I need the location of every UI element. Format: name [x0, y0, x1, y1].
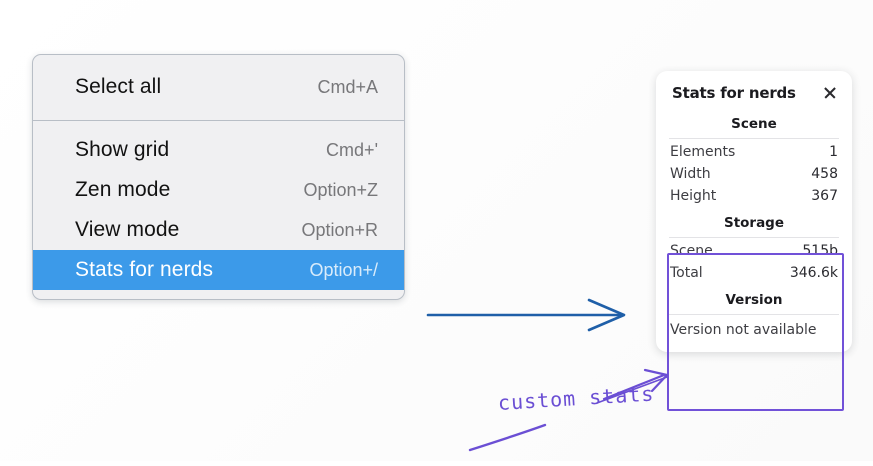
menu-item-stats-for-nerds[interactable]: Stats for nerds Option+/ — [33, 250, 404, 290]
menu-group-view: Show grid Cmd+' Zen mode Option+Z View m… — [33, 121, 404, 299]
stats-panel-header: Stats for nerds — [656, 84, 852, 102]
stat-row-storage-scene: Scene 515b — [656, 240, 852, 262]
section-rule — [669, 314, 839, 315]
section-heading-version: Version — [725, 292, 783, 308]
context-menu[interactable]: Select all Cmd+A Show grid Cmd+' Zen mod… — [32, 54, 405, 300]
menu-item-shortcut: Option+R — [301, 219, 378, 240]
menu-item-shortcut: Cmd+' — [326, 139, 378, 160]
menu-item-shortcut: Cmd+A — [317, 76, 378, 97]
stat-key: Elements — [670, 144, 736, 160]
menu-item-label: Zen mode — [75, 178, 171, 201]
stat-row-storage-total: Total 346.6k — [656, 262, 852, 284]
menu-item-shortcut: Option+Z — [303, 179, 378, 200]
menu-item-view-mode[interactable]: View mode Option+R — [33, 210, 404, 250]
close-icon[interactable] — [822, 85, 838, 101]
stats-panel-body: Scene Elements 1 Width 458 Height 367 St… — [656, 114, 852, 340]
stat-value: 458 — [811, 166, 838, 182]
menu-item-label: Stats for nerds — [75, 258, 214, 281]
stat-key: Total — [670, 265, 703, 281]
stat-row-elements: Elements 1 — [656, 141, 852, 163]
stats-for-nerds-panel: Stats for nerds Scene Elements 1 Width 4… — [656, 71, 852, 352]
stat-key: Scene — [670, 243, 713, 259]
section-heading-scene: Scene — [731, 116, 777, 132]
menu-item-select-all[interactable]: Select all Cmd+A — [33, 67, 404, 107]
stat-value: 346.6k — [789, 265, 838, 281]
menu-item-show-grid[interactable]: Show grid Cmd+' — [33, 130, 404, 170]
section-heading-storage: Storage — [723, 215, 785, 231]
stat-row-width: Width 458 — [656, 163, 852, 185]
version-note: Version not available — [670, 322, 817, 338]
stat-value: 1 — [829, 144, 838, 160]
menu-divider — [33, 120, 404, 121]
menu-group-selection: Select all Cmd+A — [33, 55, 404, 120]
stat-value: 367 — [811, 188, 838, 204]
section-rule — [669, 237, 839, 238]
stat-key: Width — [670, 166, 711, 182]
panel-title: Stats for nerds — [672, 84, 796, 102]
menu-item-label: Select all — [75, 75, 162, 98]
menu-item-shortcut: Option+/ — [309, 259, 378, 280]
stat-value: 515b — [802, 243, 838, 259]
section-rule — [669, 138, 839, 139]
menu-item-label: View mode — [75, 218, 180, 241]
menu-item-zen-mode[interactable]: Zen mode Option+Z — [33, 170, 404, 210]
stat-row-height: Height 367 — [656, 185, 852, 207]
menu-item-label: Show grid — [75, 138, 170, 161]
stat-key: Height — [670, 188, 717, 204]
